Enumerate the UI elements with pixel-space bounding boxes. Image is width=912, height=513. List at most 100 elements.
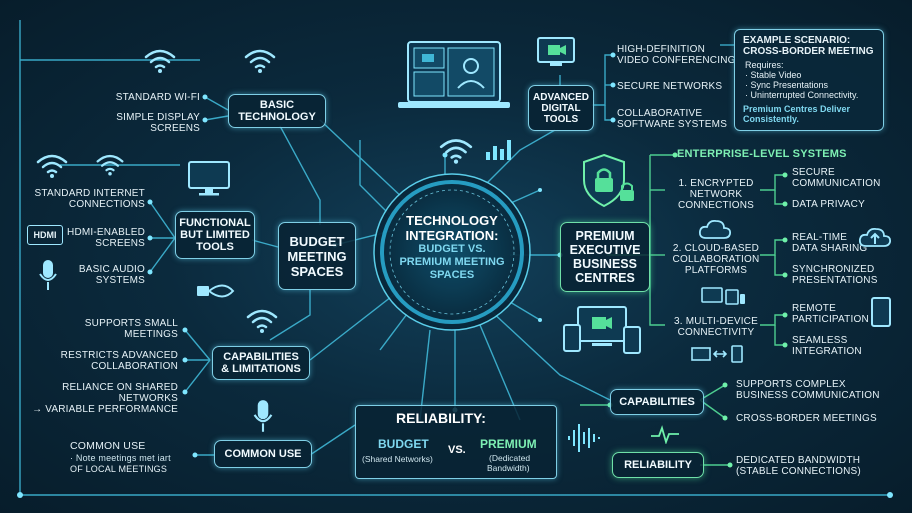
advanced-digital-tools-node[interactable]: ADVANCED DIGITAL TOOLS [528, 85, 594, 131]
pulse-icon [651, 425, 679, 444]
wifi-icon [144, 49, 176, 73]
reliability-budget-sub: (Shared Networks) [362, 454, 433, 464]
budget-meeting-spaces-node[interactable]: BUDGET MEETING SPACES [278, 222, 356, 290]
scenario-req-3: · Uninterrupted Connectivity. [745, 90, 859, 100]
shield-lock-icon [583, 153, 634, 208]
advanced-label-2: DIGITAL [541, 102, 581, 114]
premium-executive-centres-node[interactable]: PREMIUM EXECUTIVE BUSINESS CENTRES [560, 222, 650, 292]
cap-item-reliance-2: NETWORKS [118, 393, 178, 404]
advanced-label-3: TOOLS [543, 113, 579, 125]
center-line5: SPACES [429, 269, 475, 281]
cap-premium-complex-2: BUSINESS COMMUNICATION [736, 390, 880, 401]
cap-item-small-2: MEETINGS [124, 329, 178, 340]
functional-label-2: BUT LIMITED [180, 229, 250, 241]
reliability-premium-item-1: DEDICATED BANDWIDTH [736, 455, 861, 466]
scenario-requires: Requires: [745, 60, 784, 70]
enterprise-n2-a-2: DATA SHARING [792, 243, 868, 254]
capabilities-limitations-node[interactable]: CAPABILITIES & LIMITATIONS [212, 346, 310, 380]
enterprise-n3-a-1: REMOTE [792, 303, 836, 314]
enterprise-n2-2: COLLABORATION [672, 254, 760, 265]
common-use-title: COMMON USE [70, 440, 146, 452]
functional-label-1: FUNCTIONAL [179, 217, 251, 229]
capabilities-premium-node[interactable]: CAPABILITIES [610, 389, 704, 415]
enterprise-n2-a-1: REAL-TIME [792, 232, 848, 243]
reliability-premium-sub-2: Bandwidth) [487, 463, 530, 473]
scenario-box: EXAMPLE SCENARIO: CROSS-BORDER MEETING R… [734, 29, 884, 131]
functional-label-3: TOOLS [196, 241, 234, 253]
enterprise-n1-b: DATA PRIVACY [792, 199, 865, 210]
center-line4: PREMIUM MEETING [399, 256, 505, 268]
functional-tools-node[interactable]: FUNCTIONAL BUT LIMITED TOOLS [175, 211, 255, 259]
enterprise-n2-b-1: SYNCHRONIZED [792, 264, 875, 275]
premium-label-1: PREMIUM [575, 229, 635, 243]
enterprise-n1-2: NETWORK [689, 189, 743, 200]
devices-icon [701, 287, 745, 305]
microphone-icon [39, 260, 57, 290]
enterprise-n1-3: CONNECTIONS [677, 200, 755, 211]
hdmi-cable-icon [197, 284, 235, 298]
wifi-icon [439, 139, 473, 164]
cap-item-restricts-1: RESTRICTS ADVANCED [60, 350, 178, 361]
enterprise-n1-a-2: COMMUNICATION [792, 178, 881, 189]
scenario-req-2: · Sync Presentations [745, 80, 829, 90]
laptop-video-call-icon [398, 41, 510, 108]
common-use-node[interactable]: COMMON USE [214, 440, 312, 468]
scenario-footer-2: Consistently. [743, 114, 799, 124]
sound-wave-icon [568, 424, 600, 452]
budget-label-2: MEETING [287, 248, 347, 264]
enterprise-title: ENTERPRISE-LEVEL SYSTEMS [677, 148, 847, 160]
cap-lim-label-2: & LIMITATIONS [221, 363, 301, 375]
advanced-item-video-2: VIDEO CONFERENCING [617, 55, 736, 66]
reliability-premium-label: RELIABILITY [624, 459, 692, 471]
basic-item-screens-1: SIMPLE DISPLAY [116, 112, 200, 123]
enterprise-n1-1: 1. ENCRYPTED [678, 178, 754, 189]
reliability-panel: RELIABILITY: BUDGET (Shared Networks) VS… [355, 405, 557, 479]
wifi-icon [96, 154, 124, 176]
functional-item-internet-1: STANDARD INTERNET [34, 188, 145, 199]
tablet-icon [871, 297, 891, 327]
cloud-icon [698, 219, 732, 239]
reliability-premium-node[interactable]: RELIABILITY [612, 452, 704, 478]
enterprise-n2-1: 2. CLOUD-BASED [672, 243, 760, 254]
advanced-item-secure: SECURE NETWORKS [617, 81, 723, 92]
premium-label-2: EXECUTIVE [569, 243, 641, 257]
basic-item-wifi: STANDARD WI-FI [115, 92, 200, 103]
enterprise-n3-a-2: PARTICIPATION [792, 314, 869, 325]
scenario-footer-1: Premium Centres Deliver [743, 104, 851, 114]
functional-item-hdmi-1: HDMI-ENABLED [67, 227, 145, 238]
advanced-item-collab-1: COLLABORATIVE [617, 108, 703, 119]
reliability-vs: VS. [448, 444, 466, 456]
enterprise-n2-3: PLATFORMS [684, 265, 748, 276]
common-use-label: COMMON USE [224, 448, 302, 460]
scenario-title-2: CROSS-BORDER MEETING [743, 46, 874, 57]
budget-label-1: BUDGET [289, 233, 345, 249]
cloud-upload-icon [858, 227, 892, 247]
wifi-icon [246, 309, 278, 333]
advanced-item-video-1: HIGH-DEFINITION [617, 44, 705, 55]
basic-tech-label-2: TECHNOLOGY [238, 111, 316, 123]
cap-item-small-1: SUPPORTS SMALL [84, 318, 178, 329]
reliability-premium-item-2: (STABLE CONNECTIONS) [736, 466, 861, 477]
center-line1: TECHNOLOGY [406, 213, 498, 228]
monitor-icon [188, 161, 230, 196]
enterprise-n3-b-2: INTEGRATION [792, 346, 862, 357]
premium-label-3: BUSINESS [573, 257, 637, 271]
bar-chart-icon [486, 140, 511, 160]
enterprise-n1-a-1: SECURE [792, 167, 835, 178]
scenario-title-1: EXAMPLE SCENARIO: [743, 35, 851, 46]
cap-premium-complex-1: SUPPORTS COMPLEX [736, 379, 846, 390]
cap-item-restricts-2: COLLABORATION [91, 361, 178, 372]
cap-premium-cross: CROSS-BORDER MEETINGS [736, 413, 877, 424]
basic-technology-node[interactable]: BASIC TECHNOLOGY [228, 94, 326, 128]
scenario-req-1: · Stable Video [745, 70, 802, 80]
enterprise-n2-b-2: PRESENTATIONS [792, 275, 878, 286]
center-line2: INTEGRATION: [405, 228, 499, 243]
budget-label-3: SPACES [290, 263, 344, 279]
capabilities-premium-label: CAPABILITIES [619, 396, 695, 408]
sync-devices-icon [691, 345, 743, 363]
microphone-icon [253, 400, 273, 432]
functional-item-hdmi-2: SCREENS [95, 238, 145, 249]
hdmi-badge: HDMI [27, 225, 63, 245]
